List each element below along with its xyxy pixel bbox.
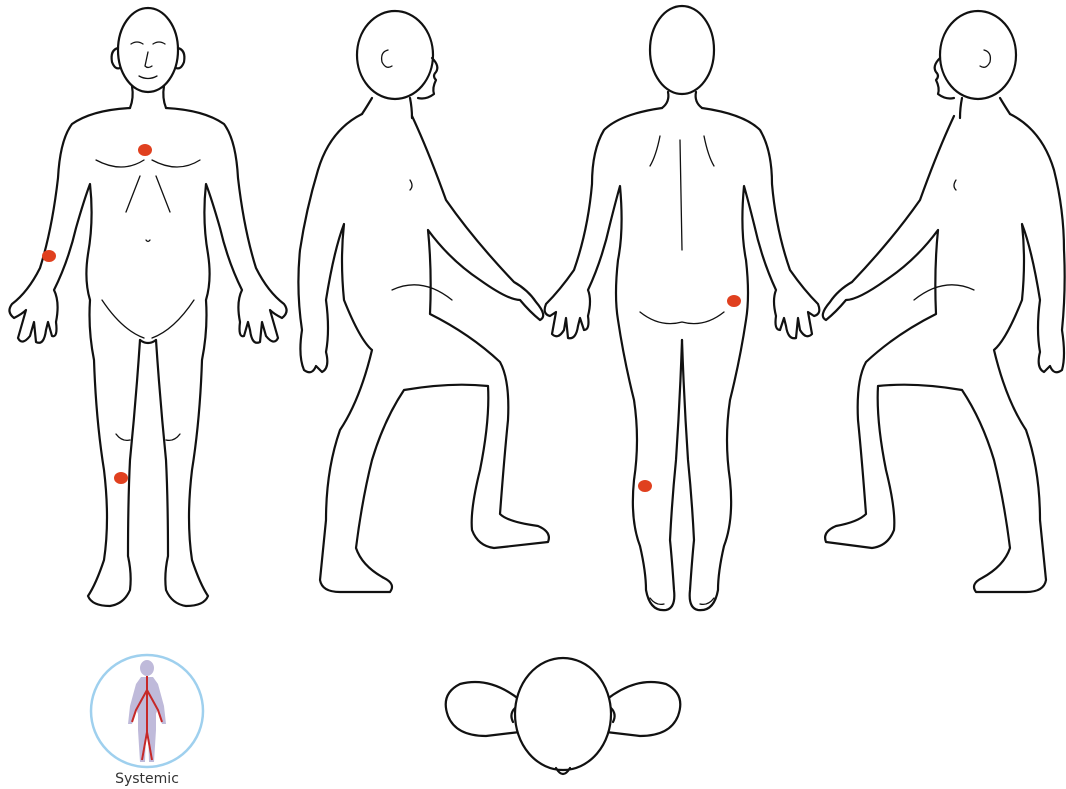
- top-of-head-view-figure[interactable]: [446, 658, 681, 774]
- left-side-view-figure[interactable]: [298, 11, 548, 592]
- systemic-button[interactable]: Systemic: [86, 650, 208, 789]
- marker-back-left-hip[interactable]: [727, 295, 741, 307]
- marker-front-chest[interactable]: [138, 144, 152, 156]
- marker-back-right-calf[interactable]: [638, 480, 652, 492]
- front-view-figure[interactable]: [9, 8, 286, 606]
- marker-front-right-lower-leg[interactable]: [114, 472, 128, 484]
- marker-front-right-forearm[interactable]: [42, 250, 56, 262]
- systemic-icon: [86, 650, 208, 772]
- systemic-label: Systemic: [86, 771, 208, 787]
- back-view-figure[interactable]: [545, 6, 820, 610]
- right-side-view-figure[interactable]: [823, 11, 1065, 592]
